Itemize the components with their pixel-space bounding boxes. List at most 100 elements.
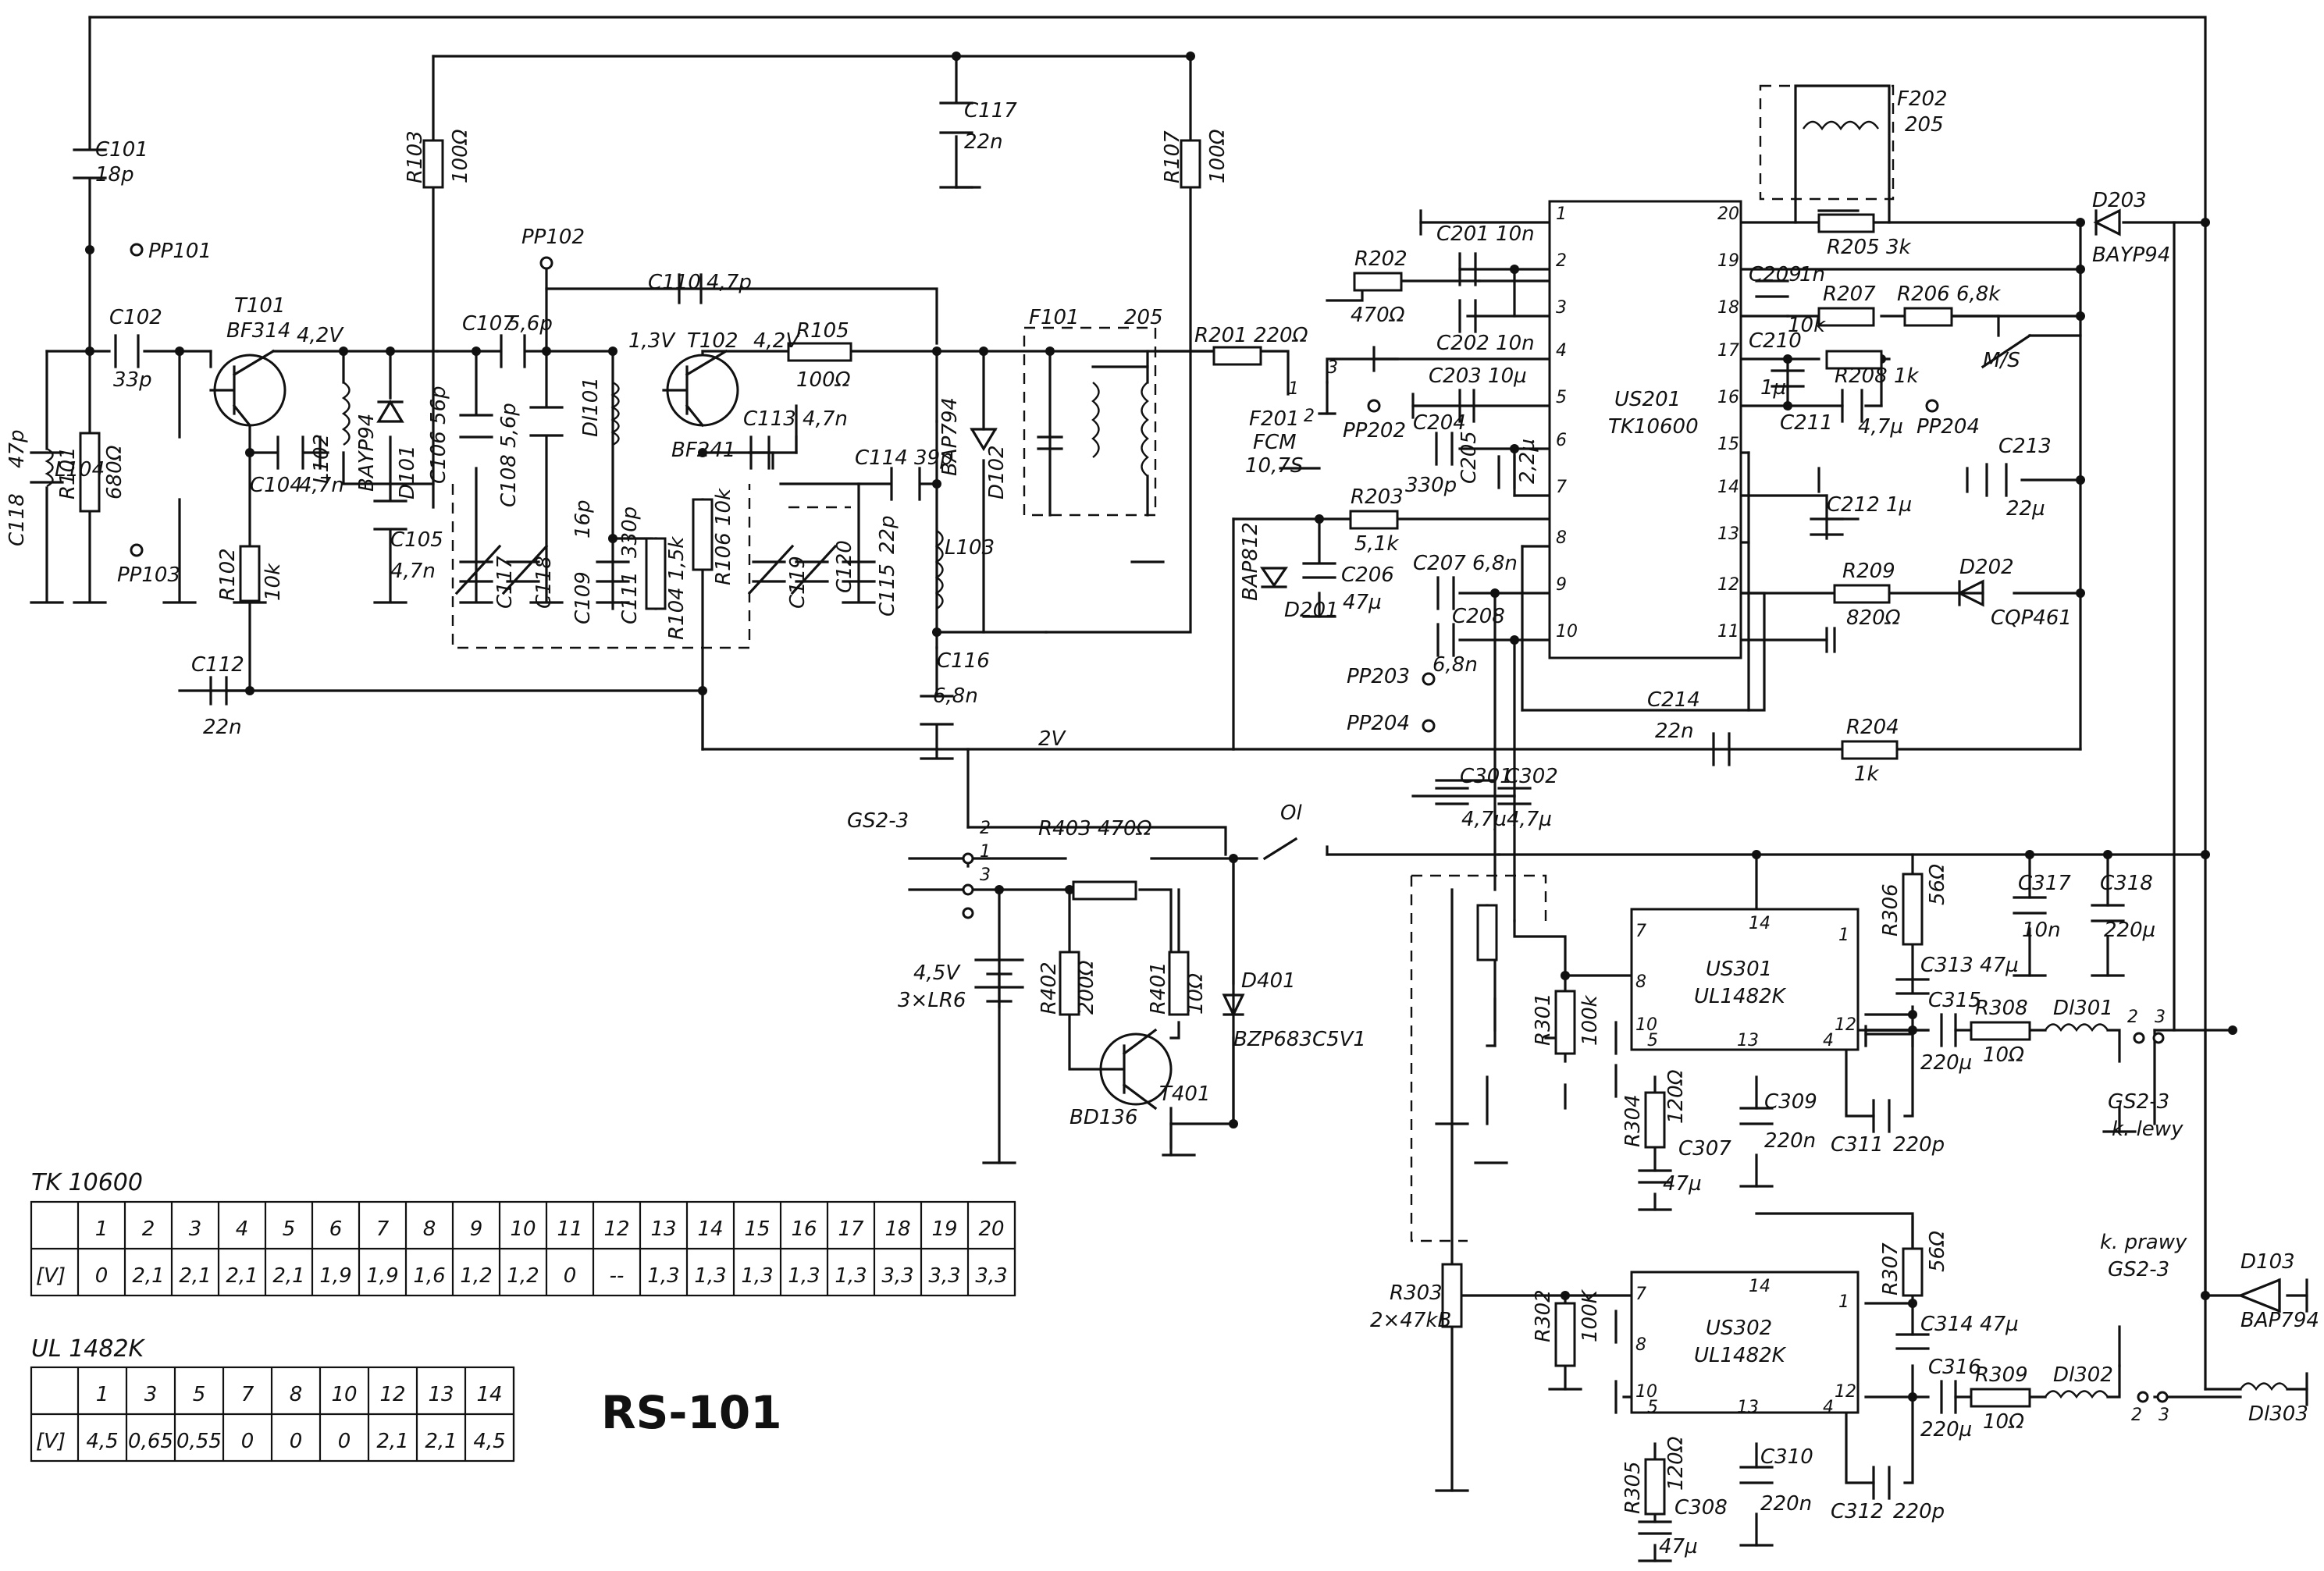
label-C120: C120 bbox=[833, 540, 856, 593]
ul1482k-value: 0 bbox=[241, 1430, 254, 1453]
label-C206-val: 47µ bbox=[1343, 591, 1382, 614]
label-C205-val: 2,2µ bbox=[1516, 439, 1539, 484]
label-v2: 2V bbox=[1038, 727, 1067, 751]
label-D103-type: BAP794 bbox=[2240, 1309, 2319, 1332]
ul1482k-value: 0 bbox=[290, 1430, 303, 1453]
pin-number: 3 bbox=[1327, 358, 1338, 378]
tk10600-value: 1,3 bbox=[788, 1264, 820, 1288]
label-PP204b: PP204 bbox=[1916, 415, 1980, 439]
ul1482k-value: 4,5 bbox=[86, 1430, 118, 1453]
label-C118: C118 bbox=[532, 556, 556, 609]
pin-number: 8 bbox=[1635, 1335, 1646, 1355]
tk10600-pin: 5 bbox=[283, 1217, 296, 1241]
label-C309: C309 bbox=[1764, 1090, 1817, 1114]
label-GS23L: GS2-3 bbox=[2108, 1090, 2169, 1114]
us201-pin-number: 19 bbox=[1717, 251, 1739, 271]
tk10600-pin: 10 bbox=[510, 1217, 536, 1241]
label-C301-val: 4,7µ bbox=[1461, 808, 1507, 831]
us201-pin-number: 2 bbox=[1556, 251, 1567, 271]
label-C117: C117 bbox=[964, 99, 1017, 123]
tk10600-pin: 17 bbox=[838, 1217, 864, 1241]
label-C118-47p-val: 47p bbox=[5, 429, 29, 468]
label-C209-val: 1n bbox=[1799, 263, 1825, 286]
label-C113: C113 4,7n bbox=[743, 407, 848, 431]
label-C105-val: 4,7n bbox=[390, 560, 436, 583]
pin-number: 1 bbox=[1838, 926, 1849, 945]
label-C302: C302 bbox=[1505, 765, 1558, 788]
label-C315-val: 220µ bbox=[1920, 1051, 1972, 1075]
ul1482k-pin: 8 bbox=[290, 1383, 303, 1406]
label-C211-val: 4,7µ bbox=[1858, 415, 1903, 439]
label-C202: C202 10n bbox=[1436, 332, 1535, 355]
label-D202: D202 bbox=[1959, 556, 2014, 579]
ul1482k-table: UL 1482K [V]14,530,6550,557080100122,113… bbox=[30, 1335, 515, 1463]
pin-number: 1 bbox=[1288, 379, 1299, 399]
label-C116-val: 6,8n bbox=[933, 684, 978, 708]
label-PP103: PP103 bbox=[117, 563, 180, 587]
pin-number: 12 bbox=[1835, 1015, 1856, 1035]
label-R107: R107 bbox=[1161, 130, 1184, 183]
label-C209: C209 bbox=[1749, 263, 1802, 286]
label-C116: C116 bbox=[937, 649, 990, 673]
tk10600-pin: 9 bbox=[470, 1217, 483, 1241]
tk10600-pin: 12 bbox=[603, 1217, 629, 1241]
label-C214-val: 22n bbox=[1655, 720, 1694, 743]
label-C102-value: 33p bbox=[113, 368, 152, 392]
tk10600-value: 1,9 bbox=[319, 1264, 351, 1288]
label-F201-b: FCM bbox=[1253, 431, 1297, 454]
label-C104-val: 4,7n bbox=[299, 474, 344, 497]
tk10600-pin: 20 bbox=[978, 1217, 1004, 1241]
label-C115-val: 22p bbox=[876, 515, 899, 554]
label-R105-val: 100Ω bbox=[796, 368, 851, 392]
label-R106: R106 10k bbox=[712, 488, 735, 585]
label-BAYP94: BAYP94 bbox=[355, 414, 379, 492]
label-C205: C205 bbox=[1457, 431, 1481, 484]
label-T401-type: BD136 bbox=[1069, 1106, 1137, 1129]
label-R307: R307 bbox=[1879, 1242, 1902, 1296]
tk10600-value: 2,1 bbox=[272, 1264, 304, 1288]
label-C107-val: 5,6p bbox=[507, 312, 553, 336]
label-R401: R401 bbox=[1147, 961, 1170, 1015]
label-C106: C106 56p bbox=[427, 386, 450, 484]
label-C204-val: 330p bbox=[1405, 474, 1457, 497]
ul1482k-pin: 13 bbox=[428, 1383, 454, 1406]
pin-number: 1 bbox=[980, 842, 991, 862]
us201-pin-number: 7 bbox=[1556, 478, 1567, 497]
label-R303-val: 2×47kB bbox=[1370, 1309, 1451, 1332]
tk10600-pin: 11 bbox=[557, 1217, 582, 1241]
schematic-title: RS-101 bbox=[601, 1386, 782, 1439]
tk10600-pin: 2 bbox=[142, 1217, 155, 1241]
label-R202: R202 bbox=[1354, 247, 1408, 271]
label-F101-val: 205 bbox=[1124, 306, 1163, 329]
label-C317-val: 10n bbox=[2022, 919, 2061, 942]
tk10600-value: 2,1 bbox=[226, 1264, 258, 1288]
pin-number: 5 bbox=[1647, 1398, 1658, 1417]
label-C208: C208 bbox=[1452, 605, 1505, 628]
label-R107-val: 100Ω bbox=[1206, 129, 1230, 183]
label-C211: C211 bbox=[1780, 411, 1833, 435]
label-C307-val: 47µ bbox=[1663, 1172, 1702, 1196]
pin-number: 14 bbox=[1749, 1277, 1771, 1296]
junctions bbox=[85, 52, 2237, 1402]
label-GS23a: GS2-3 bbox=[847, 809, 909, 833]
tk10600-pin: 19 bbox=[931, 1217, 957, 1241]
label-R305: R305 bbox=[1621, 1461, 1645, 1514]
label-BAT: 4,5V bbox=[913, 961, 961, 985]
tk10600-value: 0 bbox=[95, 1264, 109, 1288]
ul1482k-value: 0 bbox=[338, 1430, 351, 1453]
tk10600-value: 3,3 bbox=[928, 1264, 960, 1288]
label-GS23R-b: GS2-3 bbox=[2108, 1258, 2169, 1281]
label-C309-val: 220n bbox=[1764, 1129, 1816, 1153]
us201-pin-number: 5 bbox=[1556, 388, 1567, 407]
tk10600-pin: 8 bbox=[423, 1217, 436, 1241]
tk10600-value: 1,2 bbox=[507, 1264, 539, 1288]
label-C301: C301 bbox=[1460, 765, 1513, 788]
label-C214: C214 bbox=[1647, 688, 1700, 712]
ul1482k-pin: 1 bbox=[96, 1383, 109, 1406]
ul1482k-value: 2,1 bbox=[376, 1430, 408, 1453]
label-C308: C308 bbox=[1674, 1496, 1728, 1519]
tk10600-value: 1,9 bbox=[366, 1264, 398, 1288]
label-D401-type: BZP683C5V1 bbox=[1233, 1028, 1366, 1051]
us201-pin-number: 13 bbox=[1717, 524, 1739, 544]
label-PP204a: PP204 bbox=[1347, 712, 1410, 735]
